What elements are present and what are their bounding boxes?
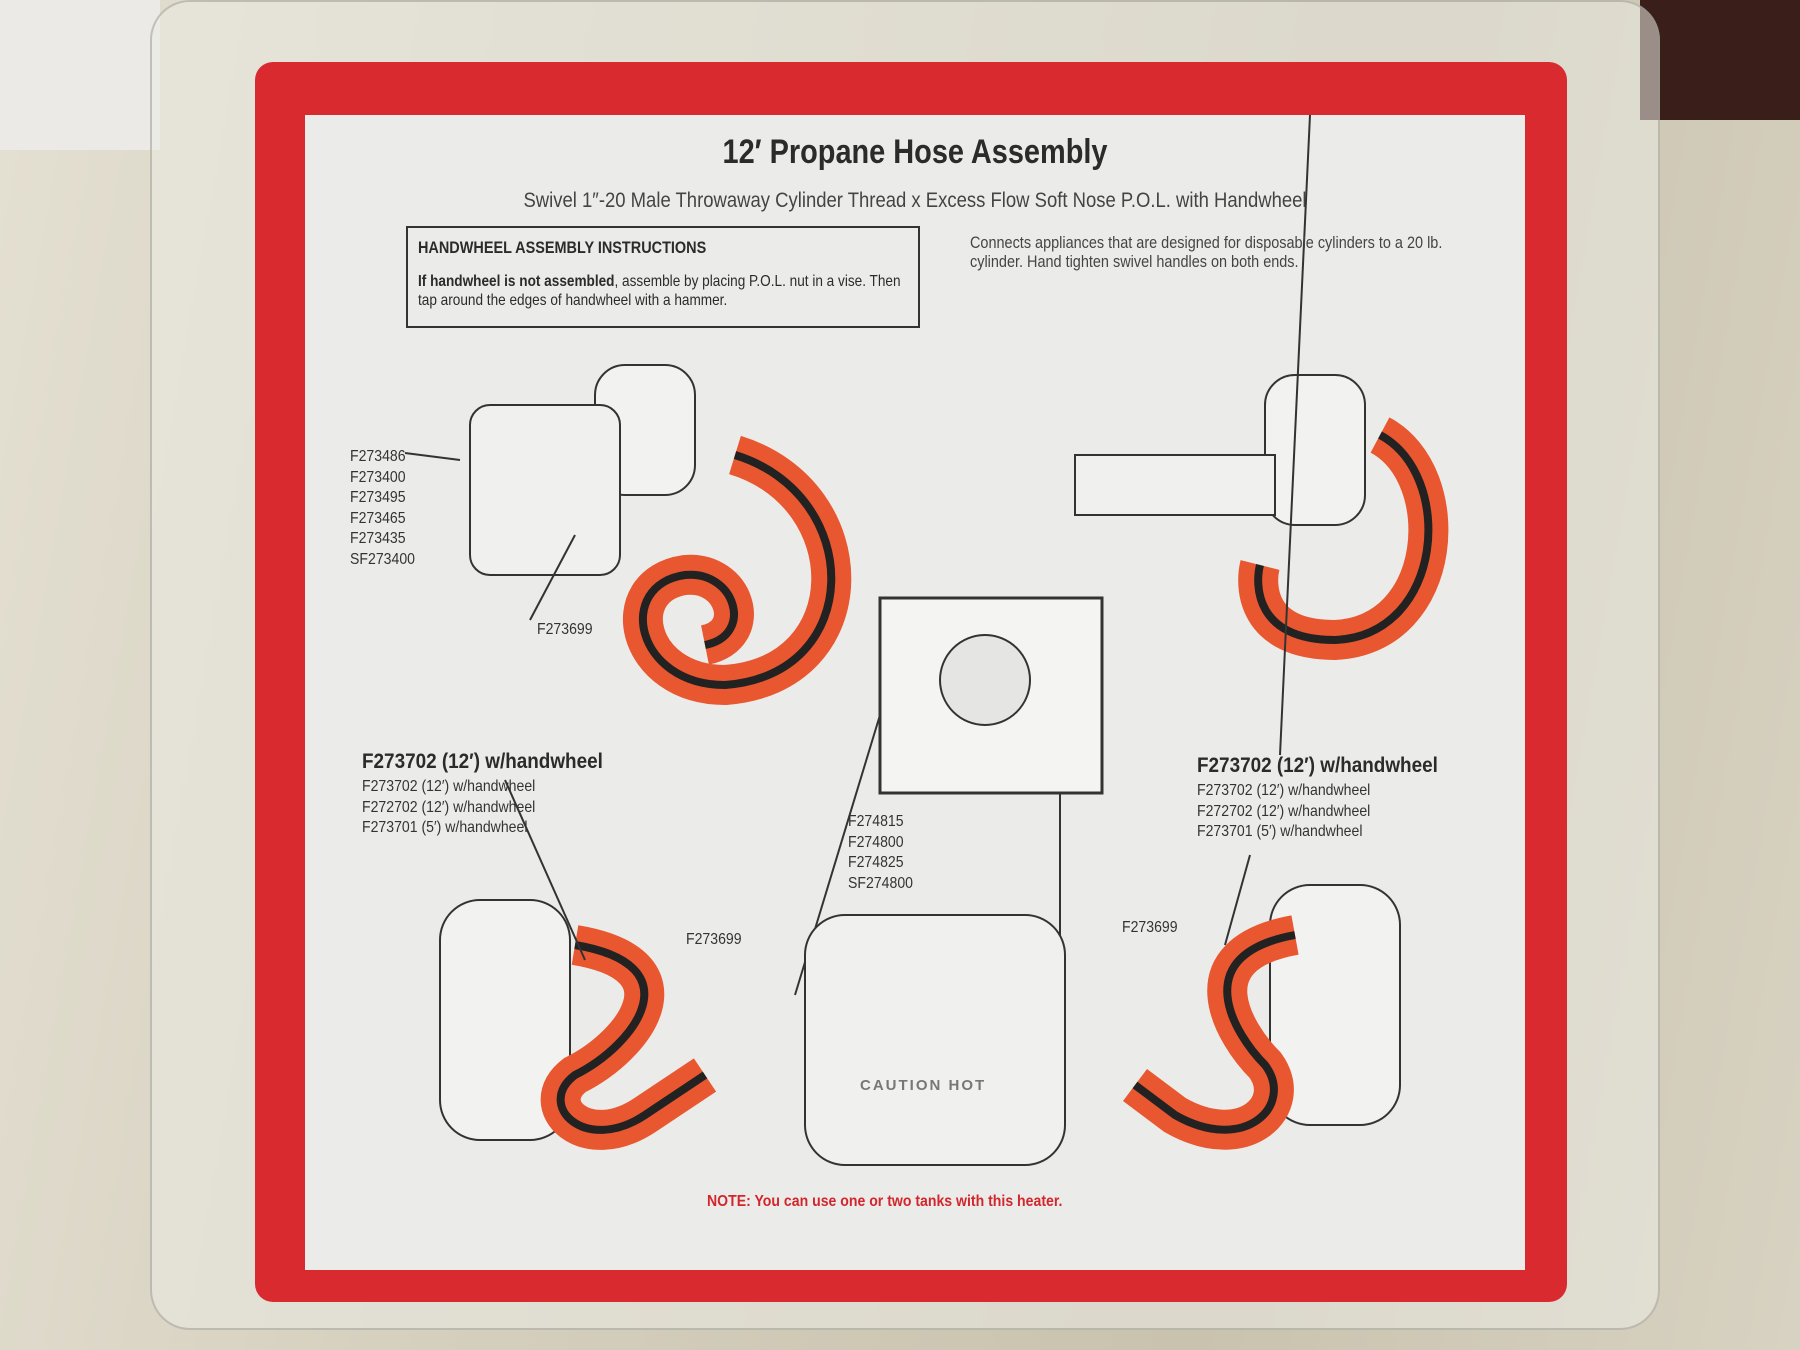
grill [1074,454,1276,516]
hose-alt-label: F272702 (12′) w/handwheel [1197,802,1371,820]
instructions-heading: HANDWHEEL ASSEMBLY INSTRUCTIONS [418,238,707,257]
tank-top-right [1264,374,1366,526]
instruction-panel: 12′ Propane Hose Assembly Swivel 1″-20 M… [305,115,1525,1270]
tank-bottom-right [1269,884,1401,1126]
subtitle: Swivel 1″-20 Male Throwaway Cylinder Thr… [523,189,1307,212]
model-label: F273400 [350,468,406,486]
instructions-lead: If handwheel is not assembled [418,273,615,290]
model-label: F273495 [350,489,406,506]
model-label: SF274800 [848,874,913,892]
wall [0,0,160,150]
big-heater-models: F274815 F274800 F274825 SF274800 [848,812,913,894]
hose-alt-label: F273702 (12′) w/handwheel [362,778,536,795]
model-label: F274825 [848,854,904,871]
fitting-label-top: F273699 [537,621,593,638]
model-label: F274815 [848,813,904,830]
heater-small-left [469,404,621,576]
description: Connects appliances that are designed fo… [970,233,1443,271]
model-label: F274800 [848,833,904,851]
instructions-text: , assemble by placing P.O.L. nut in a vi… [418,273,901,309]
tank-bottom-left [439,899,571,1141]
hose-alt-label: F273702 (12′) w/handwheel [1197,782,1371,799]
hose-right-alternates: F273702 (12′) w/handwheel F272702 (12′) … [1197,781,1370,843]
heater-models-list: F273486 F273400 F273495 F273465 F273435 … [350,447,415,570]
hose-alt-label: F273701 (5′) w/handwheel [362,819,528,836]
caution-hot-label: CAUTION HOT [860,1077,987,1094]
model-label: F273465 [350,509,406,527]
note: NOTE: You can use one or two tanks with … [707,1193,1063,1210]
big-heater [804,914,1066,1166]
hose-left-main: F273702 (12′) w/handwheel [362,750,603,773]
hose-alt-label: F273701 (5′) w/handwheel [1197,823,1363,840]
fitting-label-bottom-left: F273699 [686,931,742,948]
page-title: 12′ Propane Hose Assembly [722,133,1108,171]
hose-left-alternates: F273702 (12′) w/handwheel F272702 (12′) … [362,777,535,839]
dark-furniture [1640,0,1800,120]
instructions-body: If handwheel is not assembled, assemble … [418,272,911,310]
instructions-box: HANDWHEEL ASSEMBLY INSTRUCTIONS If handw… [406,226,920,328]
model-label: F273435 [350,530,406,547]
model-label: SF273400 [350,550,415,568]
hose-alt-label: F272702 (12′) w/handwheel [362,798,536,816]
model-label: F273486 [350,448,406,465]
diagram-illustrations [404,115,1449,1166]
hose-right-main: F273702 (12′) w/handwheel [1197,754,1438,777]
fitting-label-bottom-right: F273699 [1122,919,1178,936]
